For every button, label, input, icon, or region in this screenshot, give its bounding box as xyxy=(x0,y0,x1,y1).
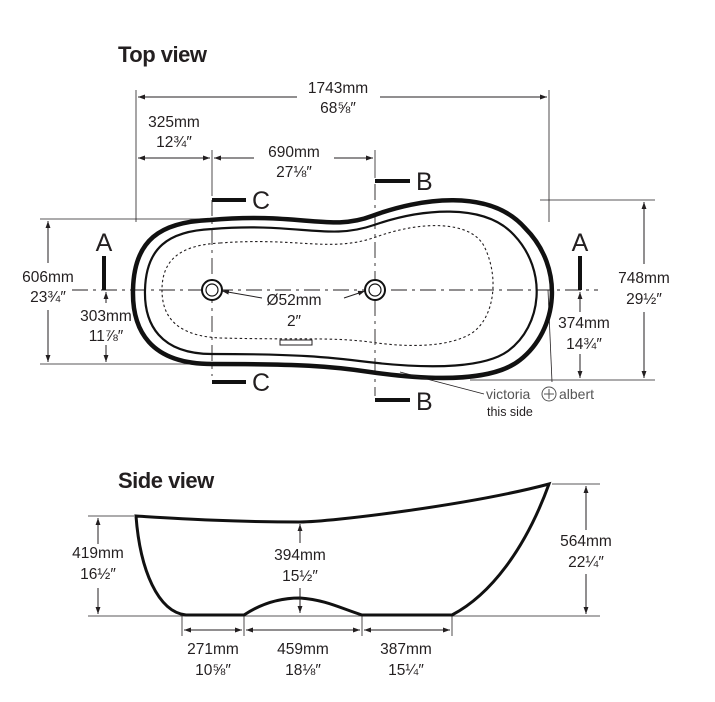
dim-overall-length-mm: 1743mm xyxy=(308,80,368,97)
waste-left xyxy=(201,279,223,301)
dim-overall-length-inch: 68⅝″ xyxy=(320,100,356,117)
top-view: Top view xyxy=(22,42,670,419)
dim-waste-spacing-inch: 27⅛″ xyxy=(276,164,312,181)
top-view-heading: Top view xyxy=(118,42,208,67)
brand-this-side-note: this side xyxy=(487,405,533,419)
dim-foot-left-inch: 10⅝″ xyxy=(195,662,231,679)
dim-foot-gap-inch: 18⅛″ xyxy=(285,662,321,679)
tub-side-profile xyxy=(134,481,552,617)
top-dimension-labels: 1743mm 68⅝″ 325mm 12¾″ 690mm 27⅛″ 606mm … xyxy=(22,80,670,353)
section-marker-a-left: A xyxy=(96,229,113,257)
brand-victoria: victoria xyxy=(486,386,531,402)
section-marker-c-top: C xyxy=(252,187,270,215)
dim-width-right-half-mm: 374mm xyxy=(558,315,610,332)
section-marker-b-top: B xyxy=(416,168,433,196)
dim-half-width-mm: 303mm xyxy=(80,308,132,325)
dim-inner-depth-mm: 394mm xyxy=(274,547,326,564)
dim-overall-height-inch: 22¼″ xyxy=(568,554,604,571)
section-markers: A A C C B B xyxy=(96,168,589,416)
tub-outer-rim xyxy=(130,198,555,381)
brand-albert: albert xyxy=(559,386,594,402)
dim-overall-width-inch: 29½″ xyxy=(626,291,662,308)
dim-foot-gap-mm: 459mm xyxy=(277,641,329,658)
tub-bowl-contour xyxy=(161,225,494,347)
dim-rim-height-left-mm: 419mm xyxy=(72,545,124,562)
dim-waste-diameter-mm: Ø52mm xyxy=(266,292,321,309)
tub-inner-rim xyxy=(143,210,538,368)
dim-end-to-waste-inch: 12¾″ xyxy=(156,134,192,151)
section-marker-b-bottom: B xyxy=(416,388,433,416)
dim-rim-height-left-inch: 16½″ xyxy=(80,566,116,583)
dim-waste-diameter-inch: 2″ xyxy=(287,313,302,330)
dim-end-to-waste-mm: 325mm xyxy=(148,114,200,131)
top-extension-lines xyxy=(40,90,655,383)
side-extension-lines xyxy=(88,483,600,636)
dim-width-right-half-inch: 14¾″ xyxy=(566,336,602,353)
plus-circle-icon xyxy=(541,386,557,402)
dim-foot-right-inch: 15¼″ xyxy=(388,662,424,679)
tub-top-outline xyxy=(130,198,555,381)
top-dimension-lines xyxy=(45,94,647,378)
dim-half-width-inch: 11⅞″ xyxy=(89,328,124,345)
section-marker-c-bottom: C xyxy=(252,369,270,397)
waste-right xyxy=(364,279,386,301)
overflow-slot xyxy=(279,339,313,346)
dim-foot-right-mm: 387mm xyxy=(380,641,432,658)
dim-width-left-mm: 606mm xyxy=(22,269,74,286)
side-dimension-labels: 419mm 16½″ 394mm 15½″ 564mm 22¼″ 271mm 1… xyxy=(72,533,612,679)
dim-foot-left-mm: 271mm xyxy=(187,641,239,658)
side-view-heading: Side view xyxy=(118,468,215,493)
dim-overall-height-mm: 564mm xyxy=(560,533,612,550)
dim-overall-width-mm: 748mm xyxy=(618,270,670,287)
brand-callout: victoria albert this side xyxy=(399,371,594,419)
side-dimension-lines xyxy=(95,486,589,633)
dim-inner-depth-inch: 15½″ xyxy=(282,568,318,585)
dim-width-left-inch: 23¾″ xyxy=(30,289,66,306)
dim-waste-spacing-mm: 690mm xyxy=(268,144,320,161)
section-marker-a-right: A xyxy=(572,229,589,257)
side-view: Side view 419mm 16½″ xyxy=(72,468,612,679)
